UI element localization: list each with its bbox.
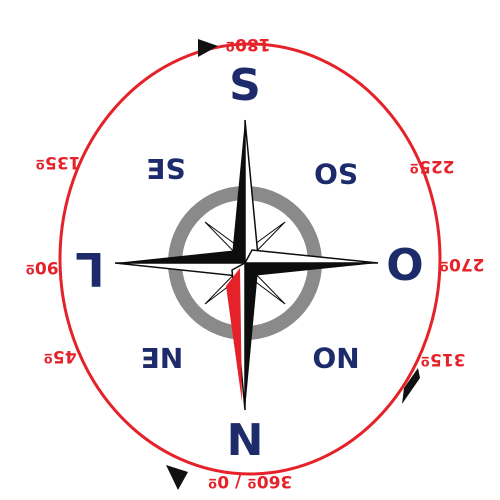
degree-label-225: 225º <box>409 156 454 176</box>
degree-label-90: 90º <box>25 257 58 277</box>
intercardinal-northwest-label: NO <box>312 341 359 374</box>
ring-arrowhead-icon <box>166 465 188 490</box>
degree-label-270: 270º <box>439 254 484 274</box>
degree-label-180: 180º <box>225 34 270 54</box>
cardinal-north-label: N <box>227 415 264 466</box>
ring-arrowhead-icon <box>198 39 218 57</box>
cardinal-west-label: O <box>386 240 423 291</box>
degree-label-135: 135º <box>35 152 80 172</box>
degree-label-45: 45º <box>43 346 76 366</box>
degree-label-0: 360º / 0º <box>208 471 293 491</box>
degree-label-315: 315º <box>420 349 465 369</box>
intercardinal-southwest-label: SO <box>314 157 358 190</box>
cardinal-south-label: S <box>229 60 261 111</box>
ring-arrowhead-icon <box>402 368 420 404</box>
compass-rose-icon <box>114 119 379 411</box>
intercardinal-southeast-label: SE <box>146 152 185 185</box>
cardinal-east-label: L <box>75 242 104 296</box>
outer-degree-ring <box>58 42 442 476</box>
north-needle-icon <box>226 268 242 402</box>
intercardinal-northeast-label: NE <box>141 341 184 374</box>
